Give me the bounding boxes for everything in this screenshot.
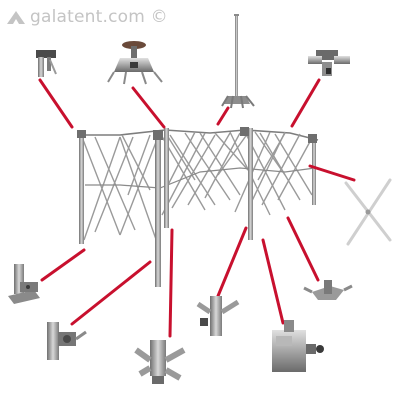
part-corner-top-bracket (36, 50, 57, 77)
tent-frame (77, 127, 319, 287)
part-leg-clamp (47, 322, 87, 360)
callout-line-leg-clamp (70, 260, 152, 326)
callout-line-foot (40, 248, 86, 282)
frame-leg-right (312, 137, 316, 205)
callout-line-lower-joint (168, 228, 174, 338)
callout-line-side-lower (216, 226, 248, 298)
watermark-text: galatent.com © (30, 7, 168, 27)
frame-leg-left (79, 132, 84, 244)
callout-line-center-pole (216, 106, 230, 126)
callout-line-side-top (290, 78, 321, 128)
part-scissor-joint (344, 178, 392, 246)
watermark: galatent.com © (6, 7, 168, 27)
frame-leg-center (164, 128, 169, 228)
part-leg-foot-plate (8, 264, 40, 304)
frame-mid-rails (85, 167, 316, 189)
part-side-top-slider (308, 50, 350, 76)
callout-line-roof-hub (131, 86, 166, 129)
tent-logo-icon (7, 11, 25, 24)
part-push-button-slider (272, 320, 324, 372)
callout-line-push-button (261, 238, 285, 325)
callout-line-corner-top (38, 78, 74, 129)
frame-legs (79, 128, 316, 287)
callout-line-floor-joint (286, 216, 320, 282)
callout-line-scissor (308, 164, 356, 182)
part-lower-corner-joint (134, 340, 186, 384)
callout-lines (38, 78, 356, 338)
frame-top-rail (80, 129, 319, 141)
frame-scissor-trusses (81, 131, 313, 246)
part-roof-center-hub (107, 41, 163, 85)
part-center-pole (221, 14, 255, 109)
part-side-lower-joint (196, 296, 240, 336)
frame-leg-front (155, 135, 161, 287)
part-floor-joint (303, 280, 353, 300)
frame-top-brackets (77, 127, 317, 143)
frame-leg-right-back (248, 128, 253, 240)
